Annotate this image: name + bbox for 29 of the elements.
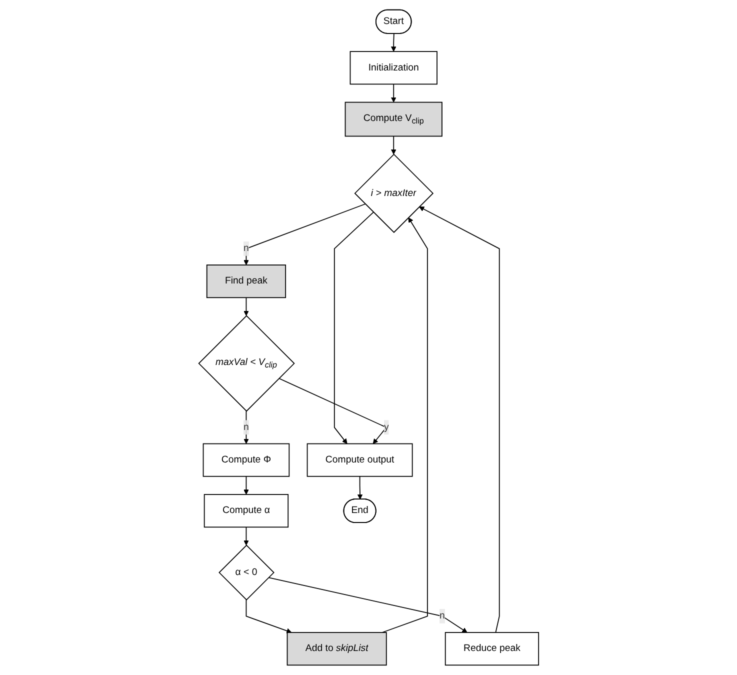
node-box: Reduce peak bbox=[444, 632, 539, 666]
node-box: Compute output bbox=[306, 443, 413, 477]
arrow bbox=[357, 476, 362, 500]
arrow bbox=[390, 84, 396, 103]
arrow bbox=[243, 476, 249, 495]
arrow bbox=[418, 206, 500, 633]
edge-label: n bbox=[243, 243, 249, 254]
arrow bbox=[390, 136, 396, 155]
node-box: Add to skipList bbox=[286, 632, 387, 666]
arrow bbox=[243, 410, 249, 444]
node-box: Initialization bbox=[350, 51, 438, 85]
node-diamond: α < 0 bbox=[218, 544, 274, 601]
arrow bbox=[243, 297, 249, 316]
node-box: Find peak bbox=[206, 264, 286, 298]
arrow bbox=[268, 577, 468, 633]
node-box: Compute α bbox=[204, 494, 288, 528]
edge-label: n bbox=[439, 610, 445, 622]
node-box: Compute V$_{clip}$ bbox=[344, 102, 442, 137]
arrow bbox=[390, 33, 396, 52]
node-diamond: i > maxIter bbox=[354, 154, 434, 234]
arrow bbox=[381, 217, 428, 633]
arrow bbox=[246, 599, 292, 634]
arrow bbox=[334, 212, 374, 444]
node-box: Compute Φ bbox=[202, 443, 290, 477]
arrow bbox=[243, 204, 366, 266]
edge-label: n bbox=[243, 422, 249, 432]
node-diamond: maxVal < V$_{clip}$ bbox=[198, 315, 295, 412]
arrow bbox=[243, 526, 249, 546]
edge-label: y bbox=[384, 422, 389, 432]
